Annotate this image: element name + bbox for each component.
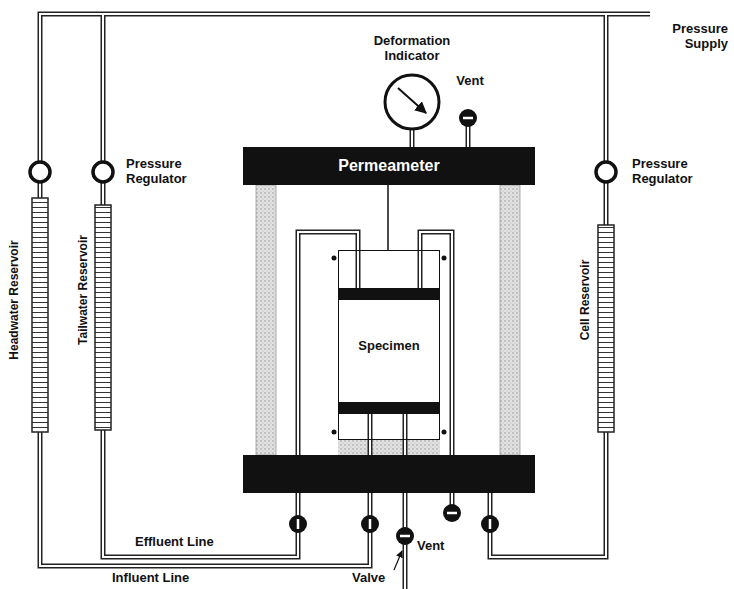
pipe-outline [298, 232, 358, 455]
pipe-bore [40, 172, 370, 566]
o-ring [332, 430, 337, 435]
pipe-outline [40, 172, 370, 566]
o-ring [442, 430, 447, 435]
pipe-bore [298, 232, 358, 455]
pipe-outline [420, 232, 452, 455]
pipe-bore [102, 14, 104, 172]
pressure-regulator [30, 162, 50, 182]
valve-symbol [396, 527, 414, 545]
pipe-bore [605, 14, 607, 172]
reservoir-tube [32, 198, 614, 432]
reservoir-label: Cell Reservoir [579, 260, 593, 341]
pipe-outline [40, 14, 650, 589]
valve-symbol [400, 535, 410, 538]
pipe-bore [490, 172, 606, 557]
deformation-gauge [385, 75, 439, 129]
pipe-bore [40, 14, 650, 589]
reservoir-label: Headwater Reservoir [8, 240, 22, 359]
o-ring [332, 256, 337, 261]
cell-wall [256, 185, 520, 455]
valve-symbol [369, 519, 372, 529]
valve-symbol [447, 512, 457, 515]
pipe-outline [103, 172, 298, 557]
pipe-bore [420, 232, 452, 455]
base-plate [243, 455, 535, 493]
o-ring [442, 256, 447, 261]
valve-symbol [289, 515, 307, 533]
pipe-outline [403, 414, 408, 455]
vent-label: Vent [417, 539, 444, 554]
pipe-outline [604, 14, 609, 172]
supply-label: Pressure Supply [648, 22, 728, 52]
specimen-cap [338, 288, 440, 300]
pipe-bore [404, 414, 406, 455]
plate-label: Permeameter [338, 157, 439, 175]
leader-arrow [394, 551, 402, 570]
pipe-outline [490, 172, 606, 557]
specimen-cap [338, 288, 440, 414]
valve-symbol [459, 109, 477, 127]
valve-symbol [361, 515, 379, 533]
pipe-outline [101, 14, 106, 172]
regulator-label: Pressure Regulator [632, 157, 724, 187]
deformation-gauge [385, 75, 439, 129]
valve-symbol [463, 117, 473, 120]
loading-rod [387, 185, 389, 250]
specimen-membrane [338, 250, 440, 440]
valve-symbol [443, 504, 461, 522]
pressure-regulator [93, 162, 113, 182]
cell-wall [338, 440, 440, 455]
reservoir-tube [598, 225, 614, 432]
valve-symbol [489, 519, 492, 529]
gauge-label: Deformation Indicator [357, 34, 467, 64]
pipe-outline [368, 414, 373, 455]
regulator-label: Pressure Regulator [126, 157, 218, 187]
pipe-bore [411, 129, 413, 147]
valve-symbol [481, 515, 499, 533]
pressure-regulator [596, 162, 616, 182]
pipe-bore [369, 414, 371, 455]
reservoir-label: Tailwater Reservoir [77, 235, 91, 345]
line-label: Influent Line [112, 571, 189, 586]
deformation-gauge [398, 88, 426, 113]
cell-wall [500, 185, 520, 455]
reservoir-tube [95, 205, 111, 430]
valve-label: Valve [352, 571, 385, 586]
specimen-cap [338, 402, 440, 414]
specimen-box: Specimen [338, 250, 440, 440]
pipe-bore [103, 172, 298, 557]
o-ring [332, 256, 447, 435]
valve-symbol [297, 519, 300, 529]
specimen-label: Specimen [358, 338, 419, 353]
vent-label: Vent [450, 74, 490, 89]
line-label: Effluent Line [135, 535, 214, 550]
permeameter-plate: Permeameter [243, 147, 535, 185]
reservoir-tube [32, 198, 48, 432]
pipe-outline [410, 129, 415, 147]
cell-wall [256, 185, 276, 455]
